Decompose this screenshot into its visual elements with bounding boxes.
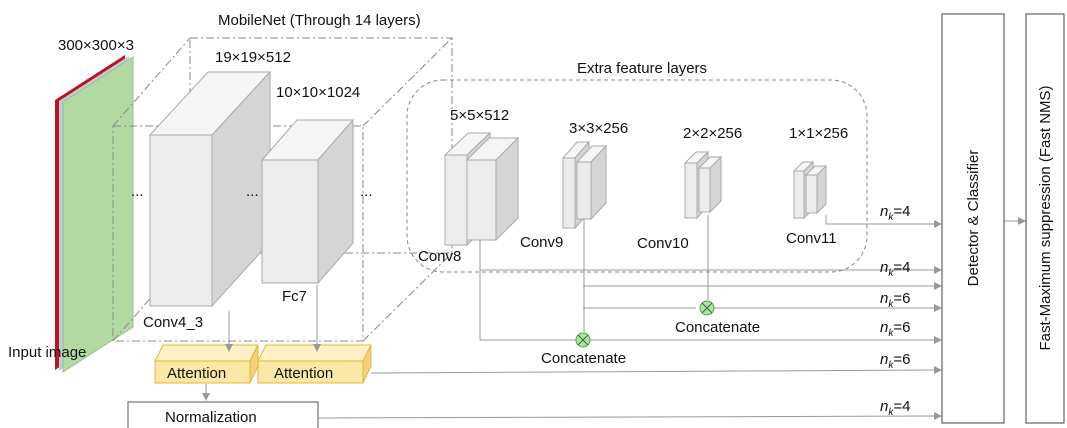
extra-title: Extra feature layers — [577, 60, 707, 77]
detector-label: Detector & Classifier — [965, 150, 982, 287]
concat-label-1: Concatenate — [541, 350, 626, 367]
concat-label-2: Concatenate — [675, 319, 760, 336]
conv9-label: Conv9 — [520, 234, 563, 251]
nk-label-3: nk=6 — [880, 290, 910, 310]
input-image — [55, 55, 134, 373]
conv4-label: Conv4_3 — [143, 314, 203, 331]
conv11-label: Conv11 — [786, 230, 837, 247]
conv8-dims: 5×5×512 — [450, 107, 509, 124]
fc7-dims: 10×10×1024 — [276, 84, 360, 101]
conv8-label: Conv8 — [418, 248, 461, 265]
concat-icon-1 — [575, 332, 591, 348]
fc7-block — [260, 118, 355, 285]
input-dims: 300×300×3 — [58, 37, 134, 54]
conv9-dims: 3×3×256 — [569, 120, 628, 137]
normalization-label: Normalization — [165, 409, 257, 426]
normalization-box — [127, 401, 319, 428]
nk-label-2: nk=4 — [880, 259, 910, 279]
nk-label-1: nk=4 — [880, 203, 910, 223]
detector-box — [941, 13, 1005, 424]
conv10-block — [683, 150, 723, 220]
conv8-block — [443, 131, 520, 247]
attention-label-2: Attention — [274, 365, 333, 382]
conv10-dims: 2×2×256 — [683, 125, 742, 142]
ellipsis-3: ... — [360, 183, 373, 200]
connectors — [202, 215, 1026, 421]
extra-layers-frame — [406, 79, 868, 273]
concat-icon-2 — [699, 300, 715, 316]
attention-label-1: Attention — [167, 365, 226, 382]
conv4-block — [148, 70, 272, 308]
mobilenet-title: MobileNet (Through 14 layers) — [218, 12, 421, 29]
conv10-label: Conv10 — [637, 235, 689, 252]
nk-label-6: nk=4 — [880, 398, 910, 418]
nk-label-5: nk=6 — [880, 351, 910, 371]
nk-label-4: nk=6 — [880, 319, 910, 339]
conv11-block — [792, 160, 828, 220]
nms-label: Fast-Maximum suppression (Fast NMS) — [1037, 85, 1054, 350]
nk-labels: nk=4 nk=4 nk=6 nk=6 nk=6 nk=4 — [880, 203, 910, 418]
input-label: Input image — [8, 344, 86, 361]
fc7-label: Fc7 — [282, 288, 307, 305]
ellipsis-2: ... — [246, 183, 259, 200]
conv11-dims: 1×1×256 — [789, 125, 848, 142]
conv4-dims: 19×19×512 — [215, 49, 291, 66]
conv9-block — [561, 140, 608, 230]
attention-blocks — [154, 344, 372, 384]
ellipsis-1: ... — [131, 183, 144, 200]
nms-box — [1025, 13, 1065, 424]
